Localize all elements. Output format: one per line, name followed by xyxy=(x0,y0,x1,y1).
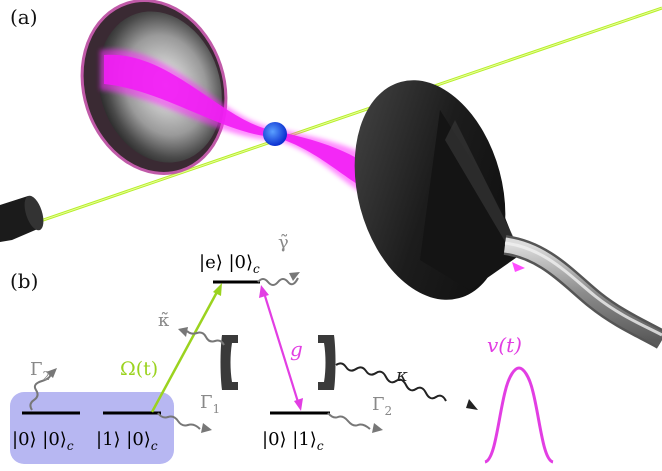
cavity-bracket-left xyxy=(220,335,238,390)
cavity-bracket-right xyxy=(318,335,336,390)
label-ground-left: |0⟩ |0⟩c xyxy=(12,429,74,453)
cavity-mode xyxy=(100,49,385,201)
label-gamma2-left: Γ2 xyxy=(30,359,50,383)
decay-gamma2-left xyxy=(29,368,57,411)
label-kappa: κ xyxy=(395,365,408,386)
label-gamma-tilde: γ̃ xyxy=(278,232,289,253)
decay-gamma-tilde xyxy=(257,272,300,286)
label-pulse: v(t) xyxy=(487,333,522,357)
label-gamma2-right: Γ2 xyxy=(372,394,392,418)
label-gamma1: Γ1 xyxy=(200,392,220,416)
laser-source xyxy=(0,195,44,242)
optical-fiber xyxy=(503,235,662,349)
decay-gamma2-right xyxy=(327,412,383,433)
panel-label-b: (b) xyxy=(10,269,38,293)
ground-state-box xyxy=(10,392,174,464)
label-g: g xyxy=(290,337,303,361)
decay-kappa-tilde xyxy=(178,327,225,346)
cavity-output-kappa xyxy=(335,362,478,410)
panel-label-a: (a) xyxy=(10,5,38,29)
label-excited: |e⟩ |0⟩c xyxy=(199,252,260,276)
decay-gamma1 xyxy=(157,412,212,433)
label-omega: Ω(t) xyxy=(120,358,158,380)
atom xyxy=(263,122,287,146)
label-kappa-tilde: κ̃ xyxy=(158,310,170,331)
right-mirror-cone xyxy=(354,80,520,300)
label-ground-mid: |1⟩ |0⟩c xyxy=(96,429,158,453)
output-pulse xyxy=(484,366,554,464)
drive-arrow-omega xyxy=(150,283,222,413)
label-ground-right: |0⟩ |1⟩c xyxy=(262,429,324,453)
coupling-arrow-g xyxy=(259,285,303,411)
